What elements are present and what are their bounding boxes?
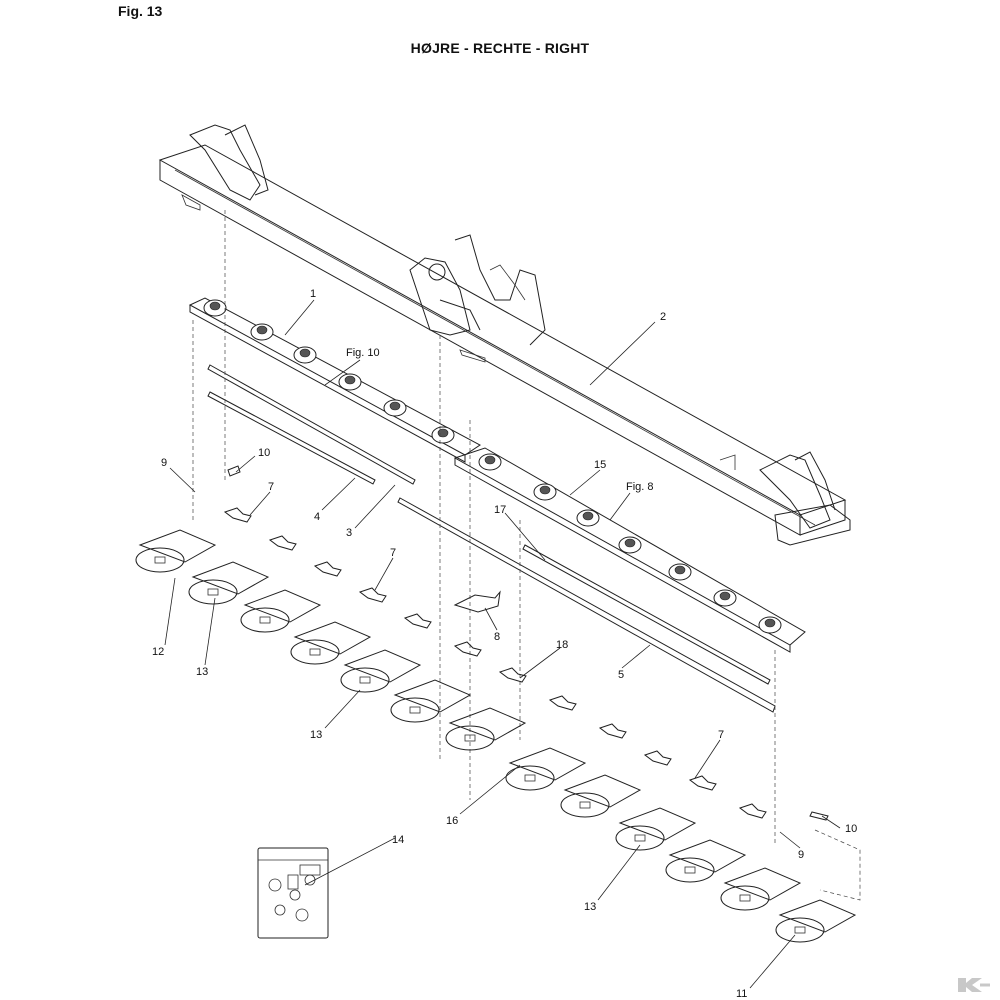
bracket: [223, 507, 252, 523]
callout-5: 5: [618, 669, 624, 681]
callout-8: 8: [494, 631, 500, 643]
bracket: [688, 775, 717, 791]
callout-7-right: 7: [718, 729, 724, 741]
disc-hub: [293, 346, 317, 364]
cutting-disc: [720, 867, 802, 911]
pin-right: [809, 811, 829, 821]
callout-16: 16: [446, 815, 458, 827]
callout-fig-8: Fig. 8: [626, 481, 654, 493]
bracket: [598, 723, 627, 739]
callout-13-mid: 13: [310, 729, 322, 741]
bracket: [358, 587, 387, 603]
disc-hub: [618, 536, 642, 554]
spacer-plate: [453, 590, 501, 613]
bracket: [498, 667, 527, 683]
cutter-bar-left: [188, 297, 481, 463]
cutting-disc: [615, 807, 697, 851]
cutting-disc: [240, 589, 322, 633]
assembly-drop-lines: [192, 210, 861, 901]
bracket: [738, 803, 767, 819]
callout-13-bottom: 13: [584, 901, 596, 913]
cutting-disc: [390, 679, 472, 723]
callout-3: 3: [346, 527, 352, 539]
disc-hub: [338, 373, 362, 391]
disc-hub: [478, 453, 502, 471]
callout-10: 10: [258, 447, 270, 459]
callout-2: 2: [660, 311, 666, 323]
callout-11: 11: [736, 988, 747, 1000]
bracket: [453, 641, 482, 657]
main-frame-beam: [158, 124, 851, 546]
callout-15: 15: [594, 459, 606, 471]
disc-hub: [533, 483, 557, 501]
callout-18: 18: [556, 639, 568, 651]
bracket: [548, 695, 577, 711]
disc-hub: [713, 589, 737, 607]
page-title: HØJRE - RECHTE - RIGHT: [410, 40, 590, 56]
callout-7: 7: [268, 481, 274, 493]
bracket: [643, 750, 672, 766]
cutting-disc: [775, 899, 857, 943]
callout-4: 4: [314, 511, 320, 523]
callout-13-top: 13: [196, 666, 208, 678]
disc-hub: [383, 399, 407, 417]
brand-logo-mark: [958, 978, 990, 992]
callout-12: 12: [152, 646, 164, 658]
callout-1: 1: [310, 288, 316, 300]
callout-7-mid: 7: [390, 547, 396, 559]
disc-hub: [758, 616, 782, 634]
cutting-disc: [560, 774, 642, 818]
disc-hub: [250, 323, 274, 341]
bracket: [313, 561, 342, 577]
cutter-bar-right: [453, 447, 806, 653]
figure-label: Fig. 13: [118, 3, 163, 19]
cutting-disc: [445, 707, 527, 751]
cutting-disc: [188, 561, 270, 605]
callout-fig-10: Fig. 10: [346, 347, 380, 359]
pin-left: [227, 465, 241, 477]
disc-hub: [668, 563, 692, 581]
disc-hub: [431, 426, 455, 444]
leader-lines: [164, 299, 841, 989]
bracket: [403, 613, 432, 629]
cutting-disc-group: [135, 529, 857, 943]
disc-hub: [203, 299, 227, 317]
cutting-disc: [135, 529, 217, 573]
callout-9: 9: [161, 457, 167, 469]
bracket: [268, 535, 297, 551]
disc-hub: [576, 509, 600, 527]
cutting-disc: [665, 839, 747, 883]
callout-17: 17: [494, 504, 506, 516]
cutting-disc: [290, 621, 372, 665]
guard-strips: [207, 364, 776, 713]
hardware-bag: [257, 847, 329, 939]
callout-9-right: 9: [798, 849, 804, 861]
callout-10-right: 10: [845, 823, 857, 835]
callout-labels: 1 2 Fig. 10 9 10 7 4 3 15 Fig. 8 17 7 8 …: [152, 288, 857, 1000]
cutting-disc: [505, 747, 587, 791]
bracket-group: [223, 507, 767, 819]
disc-hub-group: [203, 299, 782, 634]
cutting-disc: [340, 649, 422, 693]
callout-14: 14: [392, 834, 404, 846]
